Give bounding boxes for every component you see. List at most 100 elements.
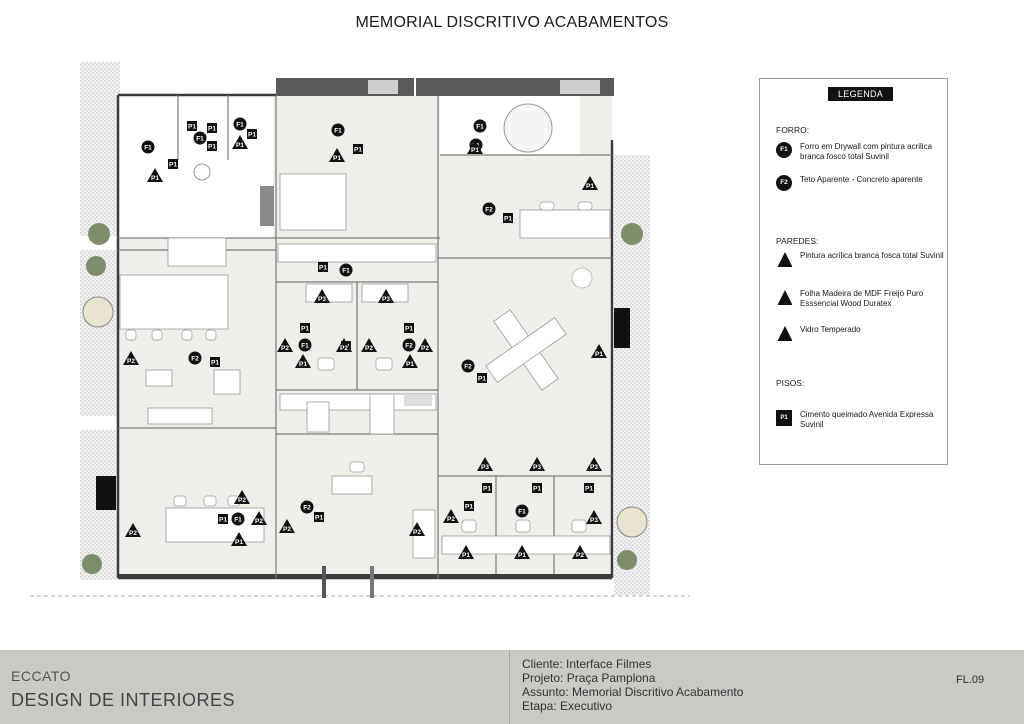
furniture	[119, 173, 611, 559]
ac-unit-1	[368, 80, 398, 94]
forro-tag	[193, 131, 207, 145]
parede-tag	[409, 522, 425, 536]
parede-tag-label: P1	[299, 361, 307, 368]
paredes-heading: PAREDES:	[776, 236, 819, 246]
parede-tag-label: P3	[481, 464, 489, 471]
planter-left-top	[80, 62, 120, 236]
sheet-number: FL.09	[956, 674, 985, 686]
p2-wall-text: Folha Madeira de MDF Freijó Puro Esssenc…	[800, 289, 924, 308]
forro-tag-label: F2	[191, 355, 199, 362]
forro-tag	[515, 504, 529, 518]
parede-tag-label: P2	[365, 345, 373, 352]
parede-tag-label: P2	[413, 529, 421, 536]
parede-tag-label: P3	[590, 464, 598, 471]
parede-tag-label: P2	[576, 552, 584, 559]
forro-tag-label: F1	[334, 127, 342, 134]
forro-tag-label: F1	[234, 516, 242, 523]
ac-unit-2	[560, 80, 600, 94]
forro-tag	[461, 359, 475, 373]
forro-tag	[231, 512, 245, 526]
piso-tag	[207, 123, 217, 133]
parede-tag	[417, 338, 433, 352]
parede-tag	[458, 545, 474, 559]
parede-tag-label: P2	[129, 530, 137, 537]
finish-tags: F1F1F1F1F1F1F2F2F2F1F1F2F1F2F1P1P1P1P1P1…	[123, 117, 607, 559]
round-table	[193, 163, 211, 181]
parede-tag-label: P1	[406, 361, 414, 368]
piso-tag-label: P1	[219, 516, 227, 523]
legend-title: LEGENDA	[828, 87, 894, 101]
parede-tag	[591, 344, 607, 358]
piso-tag	[464, 501, 474, 511]
parede-tag	[378, 289, 394, 303]
parede-tag	[586, 510, 602, 524]
parede-tag-label: P2	[255, 518, 263, 525]
planter-left-mid	[80, 250, 120, 416]
piso-tag-label: P1	[405, 325, 413, 332]
piso-tag	[584, 483, 594, 493]
pisos-heading: PISOS:	[776, 378, 805, 388]
piso-tag	[247, 129, 257, 139]
parede-tag	[336, 338, 352, 352]
parede-tag-label: P1	[236, 142, 244, 149]
forro-tag	[188, 351, 202, 365]
parede-tag-label: P3	[318, 296, 326, 303]
parede-tag-label: P3	[590, 517, 598, 524]
piso-tag	[210, 357, 220, 367]
piso-tag-label: P1	[211, 359, 219, 366]
forro-tag-label: F1	[236, 121, 244, 128]
wardrobe	[260, 186, 274, 226]
piso-tag	[353, 144, 363, 154]
parede-tag	[125, 523, 141, 537]
forro-tag	[402, 338, 416, 352]
planter-pot-left	[82, 296, 114, 328]
parede-tag-label: P1	[586, 183, 594, 190]
forro-tag	[331, 123, 345, 137]
chairs	[125, 201, 593, 533]
piso-tag	[532, 483, 542, 493]
parede-tag	[586, 457, 602, 471]
piso-tag-label: P1	[478, 375, 486, 382]
column-1	[322, 566, 326, 598]
parede-tag-label: P1	[462, 552, 470, 559]
parede-tag	[329, 148, 345, 162]
parede-tag-label: P3	[382, 296, 390, 303]
kitchen-wc-area	[118, 95, 273, 238]
subject-info: Assunto: Memorial Discritivo Acabamento	[522, 685, 744, 699]
brand-top: ECCATO	[11, 668, 72, 684]
piso-tag-label: P1	[585, 485, 593, 492]
forro-tag-label: F1	[476, 123, 484, 130]
bed	[279, 173, 347, 231]
piso-tag-label: P1	[208, 143, 216, 150]
parede-tag-label: P1	[471, 147, 479, 154]
parede-tag	[514, 545, 530, 559]
conference-table	[485, 309, 567, 391]
piso-tag	[503, 213, 513, 223]
parede-tag	[572, 545, 588, 559]
parede-tag	[467, 140, 483, 154]
p1-wall-symbol	[777, 252, 792, 267]
parede-tag-label: P1	[595, 351, 603, 358]
forro-tag-label: F1	[342, 267, 350, 274]
forro-tag	[298, 338, 312, 352]
f2-symbol: F2	[776, 175, 792, 191]
forro-tag	[482, 202, 496, 216]
parede-tag-label: P1	[151, 175, 159, 182]
p1-floor-symbol: P1	[776, 410, 792, 426]
shrubs	[82, 223, 643, 574]
forro-tag	[300, 500, 314, 514]
piso-tag-label: P1	[208, 125, 216, 132]
parede-tag	[443, 509, 459, 523]
forro-tag-label: F1	[144, 144, 152, 151]
parede-tag-label: P2	[127, 358, 135, 365]
piso-tag	[187, 121, 197, 131]
jacuzzi	[503, 103, 553, 153]
parede-tag	[582, 176, 598, 190]
forro-tag-label: F1	[196, 135, 204, 142]
forro-tag-label: F2	[405, 342, 413, 349]
f2-text: Teto Aparente - Concreto aparente	[800, 175, 923, 184]
parede-tag	[295, 354, 311, 368]
parede-tag	[277, 338, 293, 352]
project-info: Projeto: Praça Pamplona	[522, 671, 656, 685]
stage-info: Etapa: Executivo	[522, 699, 613, 713]
